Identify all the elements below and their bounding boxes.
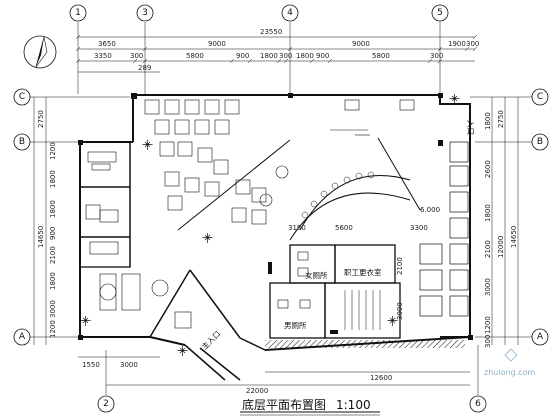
left-axis-markers: C B A [13, 88, 130, 346]
dim-left-6: 1800 [49, 272, 57, 290]
left-office-rooms [79, 141, 131, 268]
dim-left-overall: 14650 [37, 226, 45, 248]
left-dimension-lines [33, 97, 47, 345]
right-dimension-lines [491, 97, 519, 345]
room-male-wc: 男厕所 [284, 320, 307, 330]
axis-right-C: C [537, 92, 543, 102]
service-counter [177, 137, 421, 241]
dim-bottom-overall: 22000 [246, 387, 268, 395]
watermark: zhulong.com [484, 348, 535, 377]
dim-right-2: 2600 [484, 160, 492, 178]
dim-top-row2-1: 9000 [208, 40, 226, 48]
dim-top-row3-1: 300 [130, 52, 143, 60]
dim-int-2: 3300 [410, 224, 428, 232]
axis-right-B: B [537, 137, 543, 147]
axis-left-C: C [19, 92, 25, 102]
dim-right-5: 3000 [484, 278, 492, 296]
entrance-furniture [151, 279, 192, 329]
cafe-tables [144, 99, 289, 225]
dim-right-6: 1200 [484, 316, 492, 334]
dim-left-0: 2750 [37, 110, 45, 128]
upper-right-furniture [330, 99, 415, 136]
dim-top-row2-2: 9000 [352, 40, 370, 48]
dim-bottom-0: 1550 [82, 361, 100, 369]
landscape-strip [265, 340, 465, 348]
axis-bottom-6: 6 [475, 399, 481, 409]
axis-right-A: A [537, 332, 544, 342]
dim-top-row3-3: 900 [236, 52, 249, 60]
stair-treads [344, 290, 381, 330]
restroom-block [269, 244, 401, 339]
dim-top-row3-9: 300 [430, 52, 443, 60]
dim-right-1: 2750 [497, 110, 505, 128]
bottom-axis-markers: 2 6 [97, 395, 487, 413]
bottom-dimension-lines [78, 345, 479, 395]
dim-left-8: 1200 [49, 320, 57, 338]
dim-int-0: 3180 [288, 224, 306, 232]
dim-top-overall: 23550 [260, 28, 282, 36]
title-scale: 1:100 [336, 398, 371, 412]
axis-top-1: 1 [75, 8, 81, 18]
right-dimension-texts: 1800 2750 2600 1800 2100 3000 1200 300 1… [484, 110, 518, 348]
top-dimension-lines [75, 34, 478, 73]
dim-top-row3-0: 3350 [94, 52, 112, 60]
interior-dimension-texts: 3180 5600 3300 6.000 2100 3000 [288, 206, 440, 320]
dim-right-3: 1800 [484, 204, 492, 222]
axis-left-B: B [19, 137, 25, 147]
dim-int-4: 2100 [396, 257, 404, 275]
dim-left-2: 1800 [49, 170, 57, 188]
title-text: 底层平面布置图 [242, 397, 326, 412]
office-furniture [85, 151, 141, 311]
dim-left-5: 2100 [49, 246, 57, 264]
watermark-text: zhulong.com [484, 368, 535, 377]
dim-int-3: 6.000 [420, 206, 440, 214]
dim-int-5: 3000 [396, 302, 404, 320]
dim-top-row2-3: 1900 [448, 40, 466, 48]
dim-top-row3-7: 900 [316, 52, 329, 60]
axis-left-A: A [19, 332, 26, 342]
drawing-title: 底层平面布置图 1:100 [240, 397, 380, 416]
axis-top-3: 3 [142, 8, 148, 18]
dim-left-3: 1800 [49, 200, 57, 218]
left-dimension-texts: 2750 1200 1800 1800 900 2100 1800 3000 1… [37, 110, 57, 338]
wc-fixtures [277, 251, 311, 309]
main-entrance [149, 269, 266, 381]
dim-left-1: 1200 [49, 142, 57, 160]
dim-right-mid: 12000 [497, 236, 505, 258]
dim-top-row3-5: 300 [279, 52, 292, 60]
top-axis-markers: 1 3 4 5 [69, 4, 449, 94]
north-arrow-icon [23, 35, 57, 69]
dim-top-row3-6: 1800 [296, 52, 314, 60]
dim-top-row3-4: 1800 [260, 52, 278, 60]
structural-columns [78, 93, 473, 340]
dim-top-row3-8: 5800 [372, 52, 390, 60]
dim-right-0: 1800 [484, 112, 492, 130]
right-axis-markers: C B A [470, 88, 549, 346]
dim-right-overall: 14650 [510, 226, 518, 248]
dim-left-4: 900 [49, 227, 57, 240]
axis-top-5: 5 [437, 8, 443, 18]
right-booths [419, 141, 469, 317]
dim-top-row2-4: 300 [466, 40, 479, 48]
dim-top-row2-0: 3650 [98, 40, 116, 48]
dim-left-7: 3000 [49, 300, 57, 318]
exterior-walls [79, 94, 471, 351]
room-entrance-main: 主入口 [199, 328, 222, 351]
dim-top-row3-2: 5800 [186, 52, 204, 60]
counter-stools [301, 171, 375, 219]
room-female-wc: 女厕所 [305, 270, 328, 280]
axis-top-4: 4 [287, 8, 293, 18]
plant-icons [80, 94, 460, 356]
dim-int-1: 5600 [335, 224, 353, 232]
dim-bottom-mid: 12600 [370, 374, 392, 382]
room-entrance-right: 入口 [466, 120, 475, 135]
dim-right-7: 300 [484, 335, 492, 348]
room-staff-change: 职工更衣室 [344, 267, 382, 277]
dim-bottom-1: 3000 [120, 361, 138, 369]
dim-top-small: 289 [138, 64, 151, 72]
dim-right-4: 2100 [484, 240, 492, 258]
axis-bottom-2: 2 [103, 399, 109, 409]
